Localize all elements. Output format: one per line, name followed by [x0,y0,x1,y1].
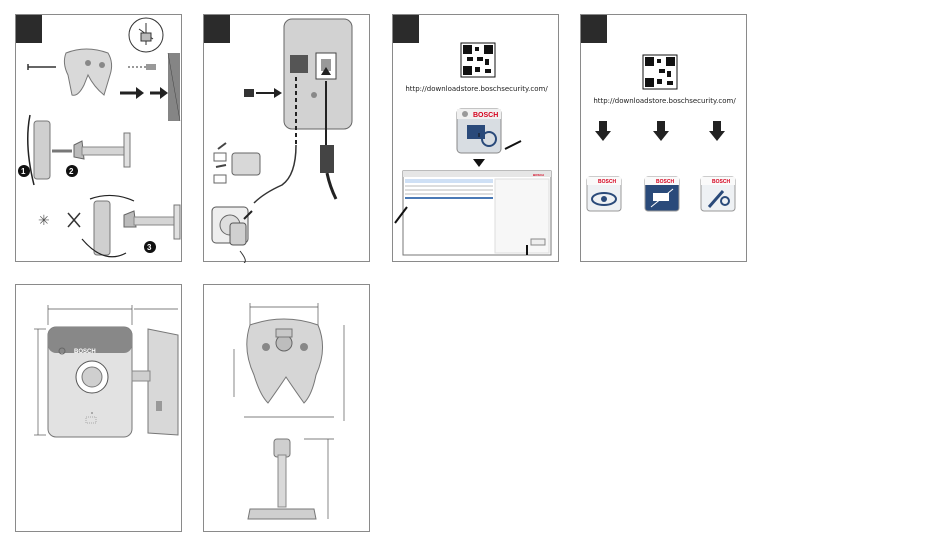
panel-mounting: 1 2 ✳ 3 [15,14,182,262]
svg-text:BOSCH: BOSCH [533,173,544,177]
svg-text:3: 3 [147,243,152,252]
app-brand-label: BOSCH [712,179,730,185]
download-url[interactable]: http://downloadstore.boschsecurity.com/ [393,85,560,93]
download-apps-illustration [581,15,748,263]
panel-download-apps: http://downloadstore.boschsecurity.com/ … [580,14,747,262]
bracket-dimensions-illustration [204,285,371,533]
svg-text:2: 2 [69,167,74,176]
mounting-illustration: 1 2 ✳ 3 [16,15,183,263]
svg-text:✳: ✳ [38,213,50,229]
panel-connection [203,14,370,262]
arrow-down-icon [709,121,725,141]
connection-illustration [204,15,371,263]
download-desktop-illustration: BOSCH BOSCH [393,15,560,263]
qr-code-icon [461,43,495,77]
panel-bracket-dimensions [203,284,370,532]
panel-download-desktop: BOSCH BOSCH http://downloadstore.boschse… [392,14,559,262]
qr-code-icon [643,55,677,89]
download-url[interactable]: http://downloadstore.boschsecurity.com/ [581,97,748,105]
panel-camera-dimensions: BOSCH [15,284,182,532]
arrow-down-icon [595,121,611,141]
app-brand-label: BOSCH [598,179,616,185]
arrow-down-icon [653,121,669,141]
camera-dimensions-illustration [16,285,183,533]
svg-text:1: 1 [21,167,26,176]
svg-text:BOSCH: BOSCH [473,112,498,119]
app-brand-label: BOSCH [656,179,674,185]
camera-brand-label: BOSCH [74,349,96,355]
